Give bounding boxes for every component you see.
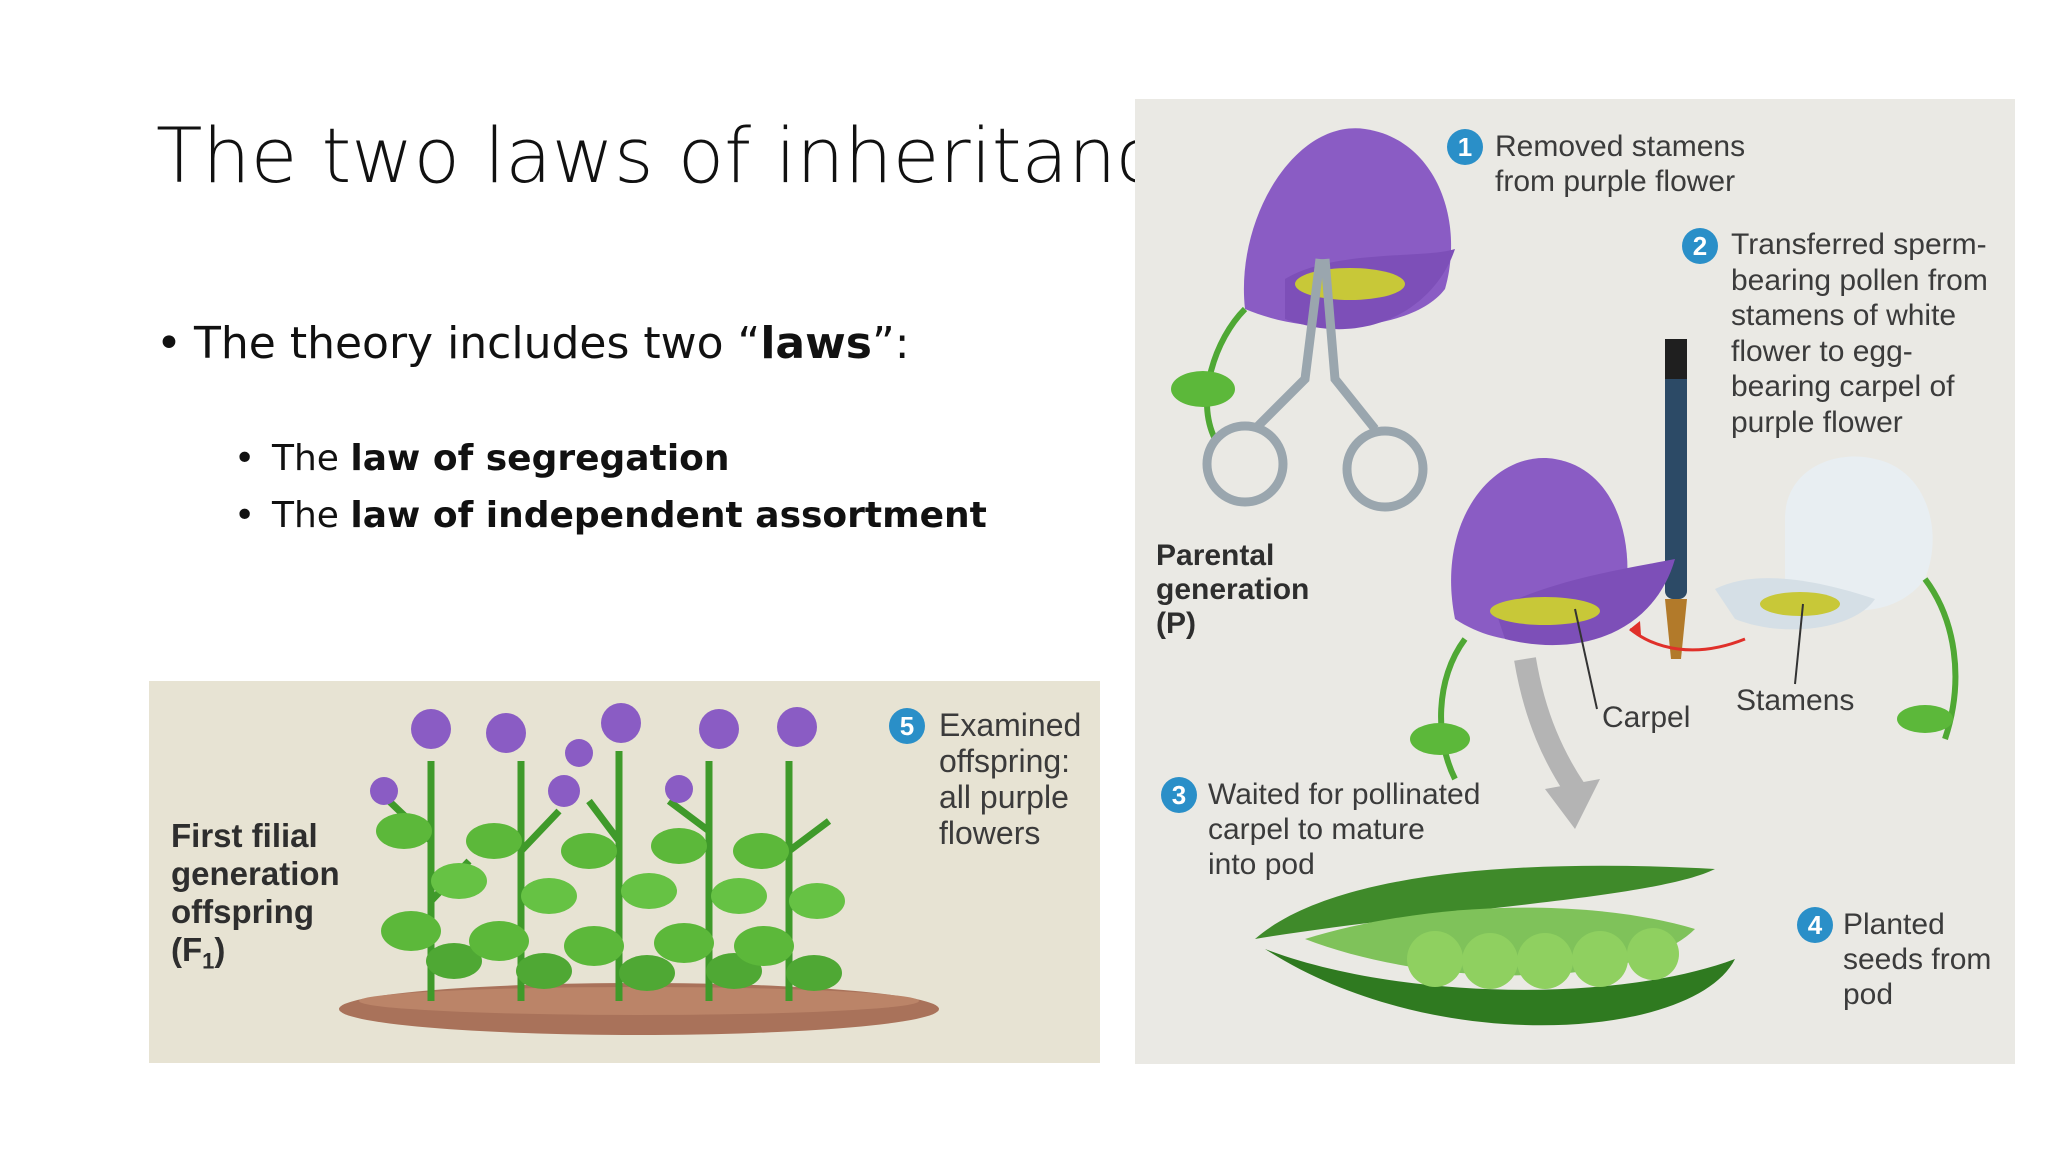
step-5-line: all purple	[939, 779, 1069, 815]
sub-bullet-item: • The law of independent assortment	[234, 495, 987, 552]
arrow-head-icon	[1630, 621, 1641, 635]
pea-seed	[1462, 933, 1518, 989]
purple-flower	[699, 709, 739, 749]
parental-cross-figure: 1 Removed stamens from purple flower 2 T…	[1135, 99, 2015, 1064]
mature-arrow	[1514, 657, 1585, 796]
purple-flower	[601, 703, 641, 743]
step-4-line: Planted	[1843, 908, 1945, 941]
f1-label-subscript: 1	[202, 948, 215, 974]
f1-label-line: (F1)	[171, 931, 340, 981]
step-5-line: offspring:	[939, 743, 1071, 779]
step-2-text: Transferred sperm- bearing pollen from s…	[1731, 227, 1988, 440]
f1-label-line: First filial	[171, 817, 318, 854]
purple-flower	[665, 775, 693, 803]
step-3-number: 3	[1161, 777, 1197, 813]
pea-plant	[561, 703, 677, 1001]
f1-generation-label: First filial generation offspring (F1)	[171, 817, 340, 981]
soil-top	[359, 987, 919, 1015]
stamens-label: Stamens	[1736, 684, 1855, 717]
step-3-line: into pod	[1208, 848, 1315, 881]
purple-flower	[548, 775, 580, 807]
step-5-line: Examined	[939, 707, 1082, 743]
step-4-number: 4	[1797, 907, 1833, 943]
step-2-line: stamens of white	[1731, 299, 1957, 332]
purple-flower	[370, 777, 398, 805]
purple-flower	[777, 707, 817, 747]
parental-label-line: Parental	[1156, 539, 1275, 572]
bullet-dot: •	[156, 318, 182, 369]
carpel-pointer-line	[1574, 608, 1598, 710]
step-1-text: Removed stamens from purple flower	[1495, 129, 1745, 199]
pea-seed	[1627, 928, 1679, 980]
step-5-number: 5	[889, 708, 925, 744]
cross-illustration	[1171, 128, 1959, 1026]
pea-plant	[651, 709, 767, 1001]
step-3-line: carpel to mature	[1208, 813, 1425, 846]
sub-bullet-item: • The law of segregation	[234, 438, 987, 495]
step-3-text: Waited for pollinated carpel to mature i…	[1208, 777, 1480, 882]
step-5-text: Examined offspring: all purple flowers	[939, 707, 1081, 851]
pea-pod	[1255, 865, 1735, 1026]
purple-flower	[565, 739, 593, 767]
step-4-text: Planted seeds from pod	[1843, 907, 1991, 1012]
pea-plant	[466, 713, 580, 1001]
step-3-line: Waited for pollinated	[1208, 778, 1481, 811]
bullet-dot: •	[234, 495, 256, 536]
pea-plant	[370, 709, 487, 1001]
main-bullet-suffix: ”:	[871, 318, 910, 369]
step-2-number: 2	[1682, 228, 1718, 264]
step-2-line: bearing carpel of	[1731, 370, 1955, 403]
main-bullet: •The theory includes two “laws”:	[156, 318, 910, 369]
step-2-line: bearing pollen from	[1731, 263, 1988, 297]
f1-label-line: offspring	[171, 893, 314, 930]
step-2-line: purple flower	[1731, 405, 1903, 439]
pea-plant	[733, 707, 845, 1001]
f1-plants-illustration	[339, 703, 939, 1035]
f1-offspring-figure: First filial generation offspring (F1) 5…	[149, 681, 1100, 1063]
step-4-line: seeds from	[1843, 943, 1992, 976]
sub-bullet-bold: law of independent assortment	[350, 495, 987, 536]
step-2-line: Transferred sperm-	[1731, 228, 1987, 261]
sub-bullet-list: • The law of segregation • The law of inde…	[234, 438, 987, 552]
step-1-line: from purple flower	[1495, 165, 1736, 198]
parental-label-line: (P)	[1156, 607, 1196, 640]
step-2-line: flower to egg-	[1731, 334, 1913, 368]
down-arrow-icon	[1545, 779, 1600, 829]
pea-seed	[1517, 933, 1573, 989]
f1-label-suffix: )	[214, 931, 226, 968]
scissors-icon	[1202, 258, 1428, 512]
f1-label-prefix: (F	[171, 931, 203, 968]
carpel-label: Carpel	[1602, 701, 1691, 734]
white-flower	[1715, 456, 1959, 740]
sub-bullet-text: The	[272, 438, 351, 479]
step-5-line: flowers	[939, 815, 1041, 851]
pea-seed	[1572, 931, 1628, 987]
purple-flower	[411, 709, 451, 749]
purple-flower-middle	[1410, 458, 1675, 781]
bullet-dot: •	[234, 438, 256, 479]
f1-label-line: generation	[171, 855, 340, 892]
main-bullet-text: The theory includes two “	[194, 318, 761, 369]
main-bullet-bold: laws	[760, 318, 872, 369]
sub-bullet-bold: law of segregation	[350, 438, 730, 479]
step-4-line: pod	[1843, 978, 1894, 1011]
pea-seed	[1407, 931, 1463, 987]
parental-label-line: generation	[1156, 573, 1310, 606]
parental-generation-label: Parental generation (P)	[1156, 539, 1309, 641]
pollen-transfer-arrow	[1629, 627, 1746, 652]
stamens-pointer-line	[1794, 603, 1804, 685]
paintbrush-icon	[1665, 339, 1687, 659]
slide-title: The two laws of inheritance	[156, 111, 1205, 200]
sub-bullet-text: The	[272, 495, 351, 536]
step-1-number: 1	[1447, 129, 1483, 165]
purple-flower	[486, 713, 526, 753]
step-1-line: Removed stamens	[1495, 130, 1746, 163]
